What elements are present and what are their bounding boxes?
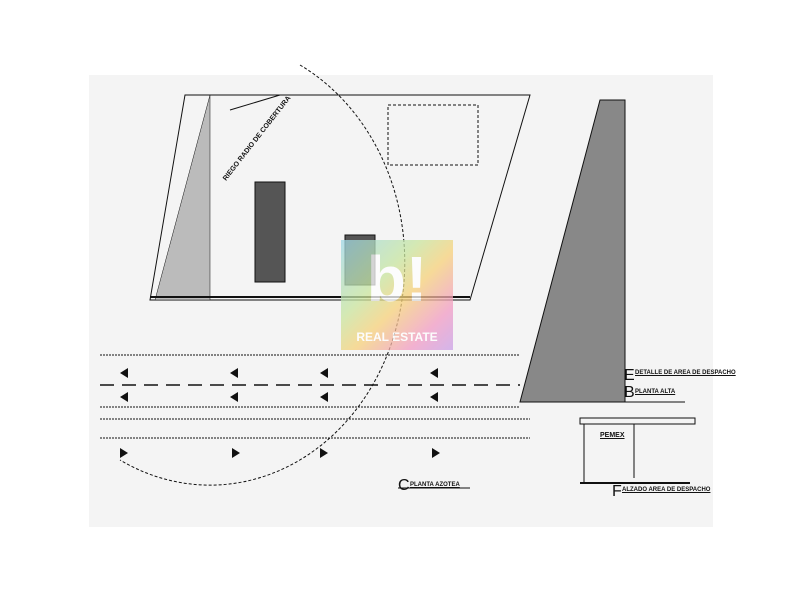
view-letter-b: B <box>624 384 635 401</box>
watermark-mark: b! <box>366 243 428 315</box>
site-plan-outline <box>149 94 531 301</box>
traffic-arrows <box>120 368 440 458</box>
watermark-text: REAL ESTATE <box>356 330 438 344</box>
watermark-logo: b! REAL ESTATE <box>341 240 453 350</box>
view-letter-f: F <box>612 483 622 500</box>
view-title-alzado: ALZADO AREA DE DESPACHO <box>622 487 711 493</box>
coverage-radius-arc <box>119 64 406 486</box>
view-title-planta-azotea: PLANTA AZOTEA <box>410 482 460 488</box>
view-title-planta-alta: PLANTA ALTA <box>635 389 676 395</box>
pemex-sign: PEMEX <box>600 432 625 439</box>
view-letter-c: C <box>398 477 410 494</box>
view-letter-e: E <box>624 367 635 384</box>
elevation-facade <box>519 99 626 403</box>
view-title-detalle: DETALLE DE AREA DE DESPACHO <box>635 370 736 376</box>
